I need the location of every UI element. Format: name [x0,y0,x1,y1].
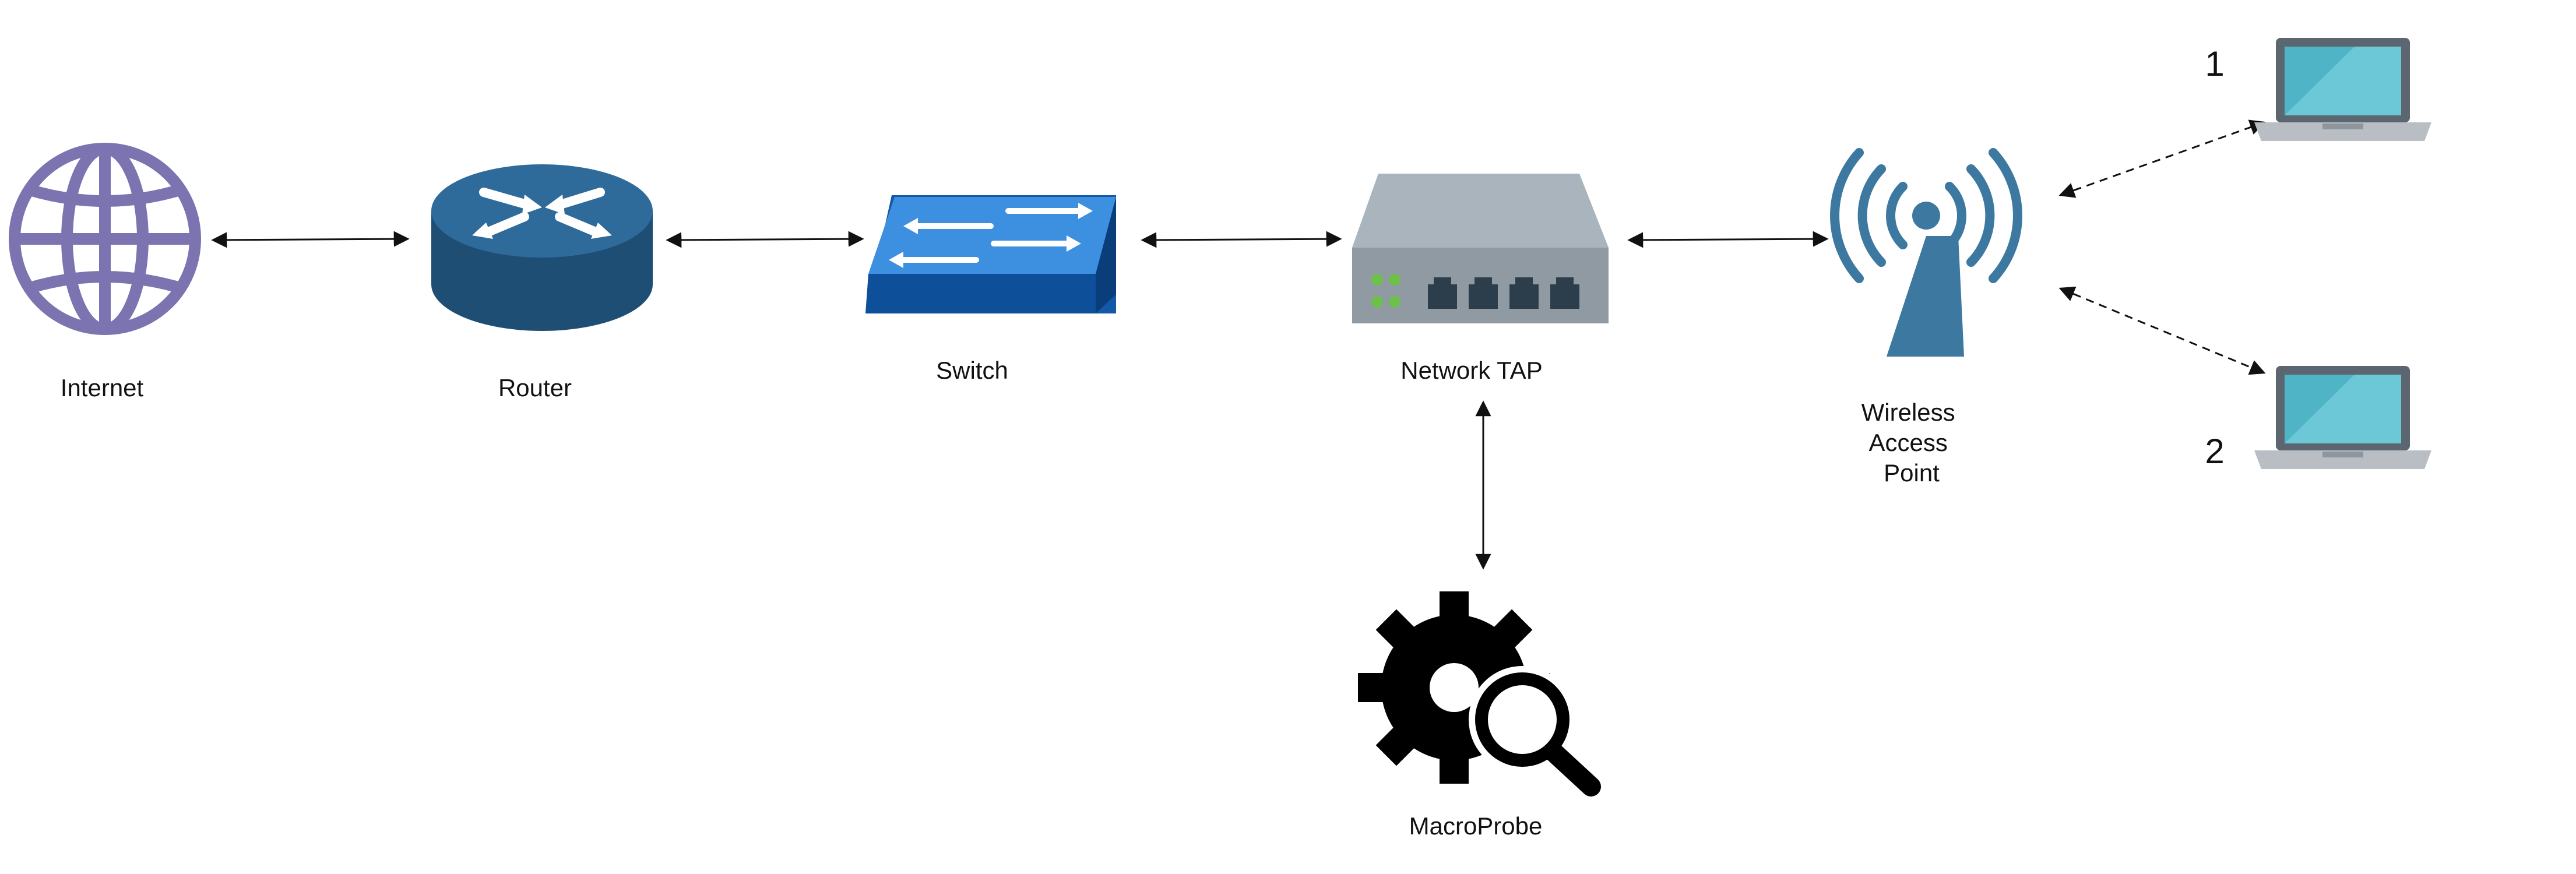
network-tap-node: Network TAP [1352,174,1609,384]
wireless-access-point-label: Wireless Access Point [1861,399,1962,487]
connections [211,119,2266,570]
wireless-access-point-label-line-2: Access [1868,429,1947,456]
network-tap-icon [1352,174,1609,323]
globe-icon [9,143,201,335]
connection-network-tap-wireless-ap [1627,231,1829,248]
laptop-icon [2254,366,2431,469]
network-tap-label: Network TAP [1400,357,1543,384]
gear-magnifier-icon [1358,591,1601,797]
laptop-2-number: 2 [2205,432,2224,471]
router-node: Router [431,164,653,401]
laptop-2-node: 2 [2205,366,2431,471]
switch-icon [865,195,1116,313]
wireless-access-point-label-line-3: Point [1884,459,1940,487]
wireless-access-point-node: Wireless Access Point [1830,148,2022,487]
switch-node: Switch [865,195,1116,384]
connection-switch-network-tap [1141,231,1342,248]
wireless-access-point-label-line-1: Wireless [1861,399,1955,426]
switch-label: Switch [936,357,1008,384]
connection-wireless-ap-laptop-1 [2058,119,2266,198]
wireless-access-point-icon [1830,148,2022,357]
router-icon [431,164,653,331]
connection-internet-router [211,231,410,248]
internet-node: Internet [9,143,201,401]
laptop-1-number: 1 [2205,44,2224,83]
router-label: Router [498,374,572,401]
laptop-icon [2254,38,2431,141]
internet-label: Internet [61,374,144,401]
connection-router-switch [666,231,864,248]
macroprobe-label: MacroProbe [1409,812,1543,840]
connection-wireless-ap-laptop-2 [2058,286,2266,375]
macroprobe-node: MacroProbe [1358,591,1601,840]
laptop-1-node: 1 [2205,38,2431,141]
